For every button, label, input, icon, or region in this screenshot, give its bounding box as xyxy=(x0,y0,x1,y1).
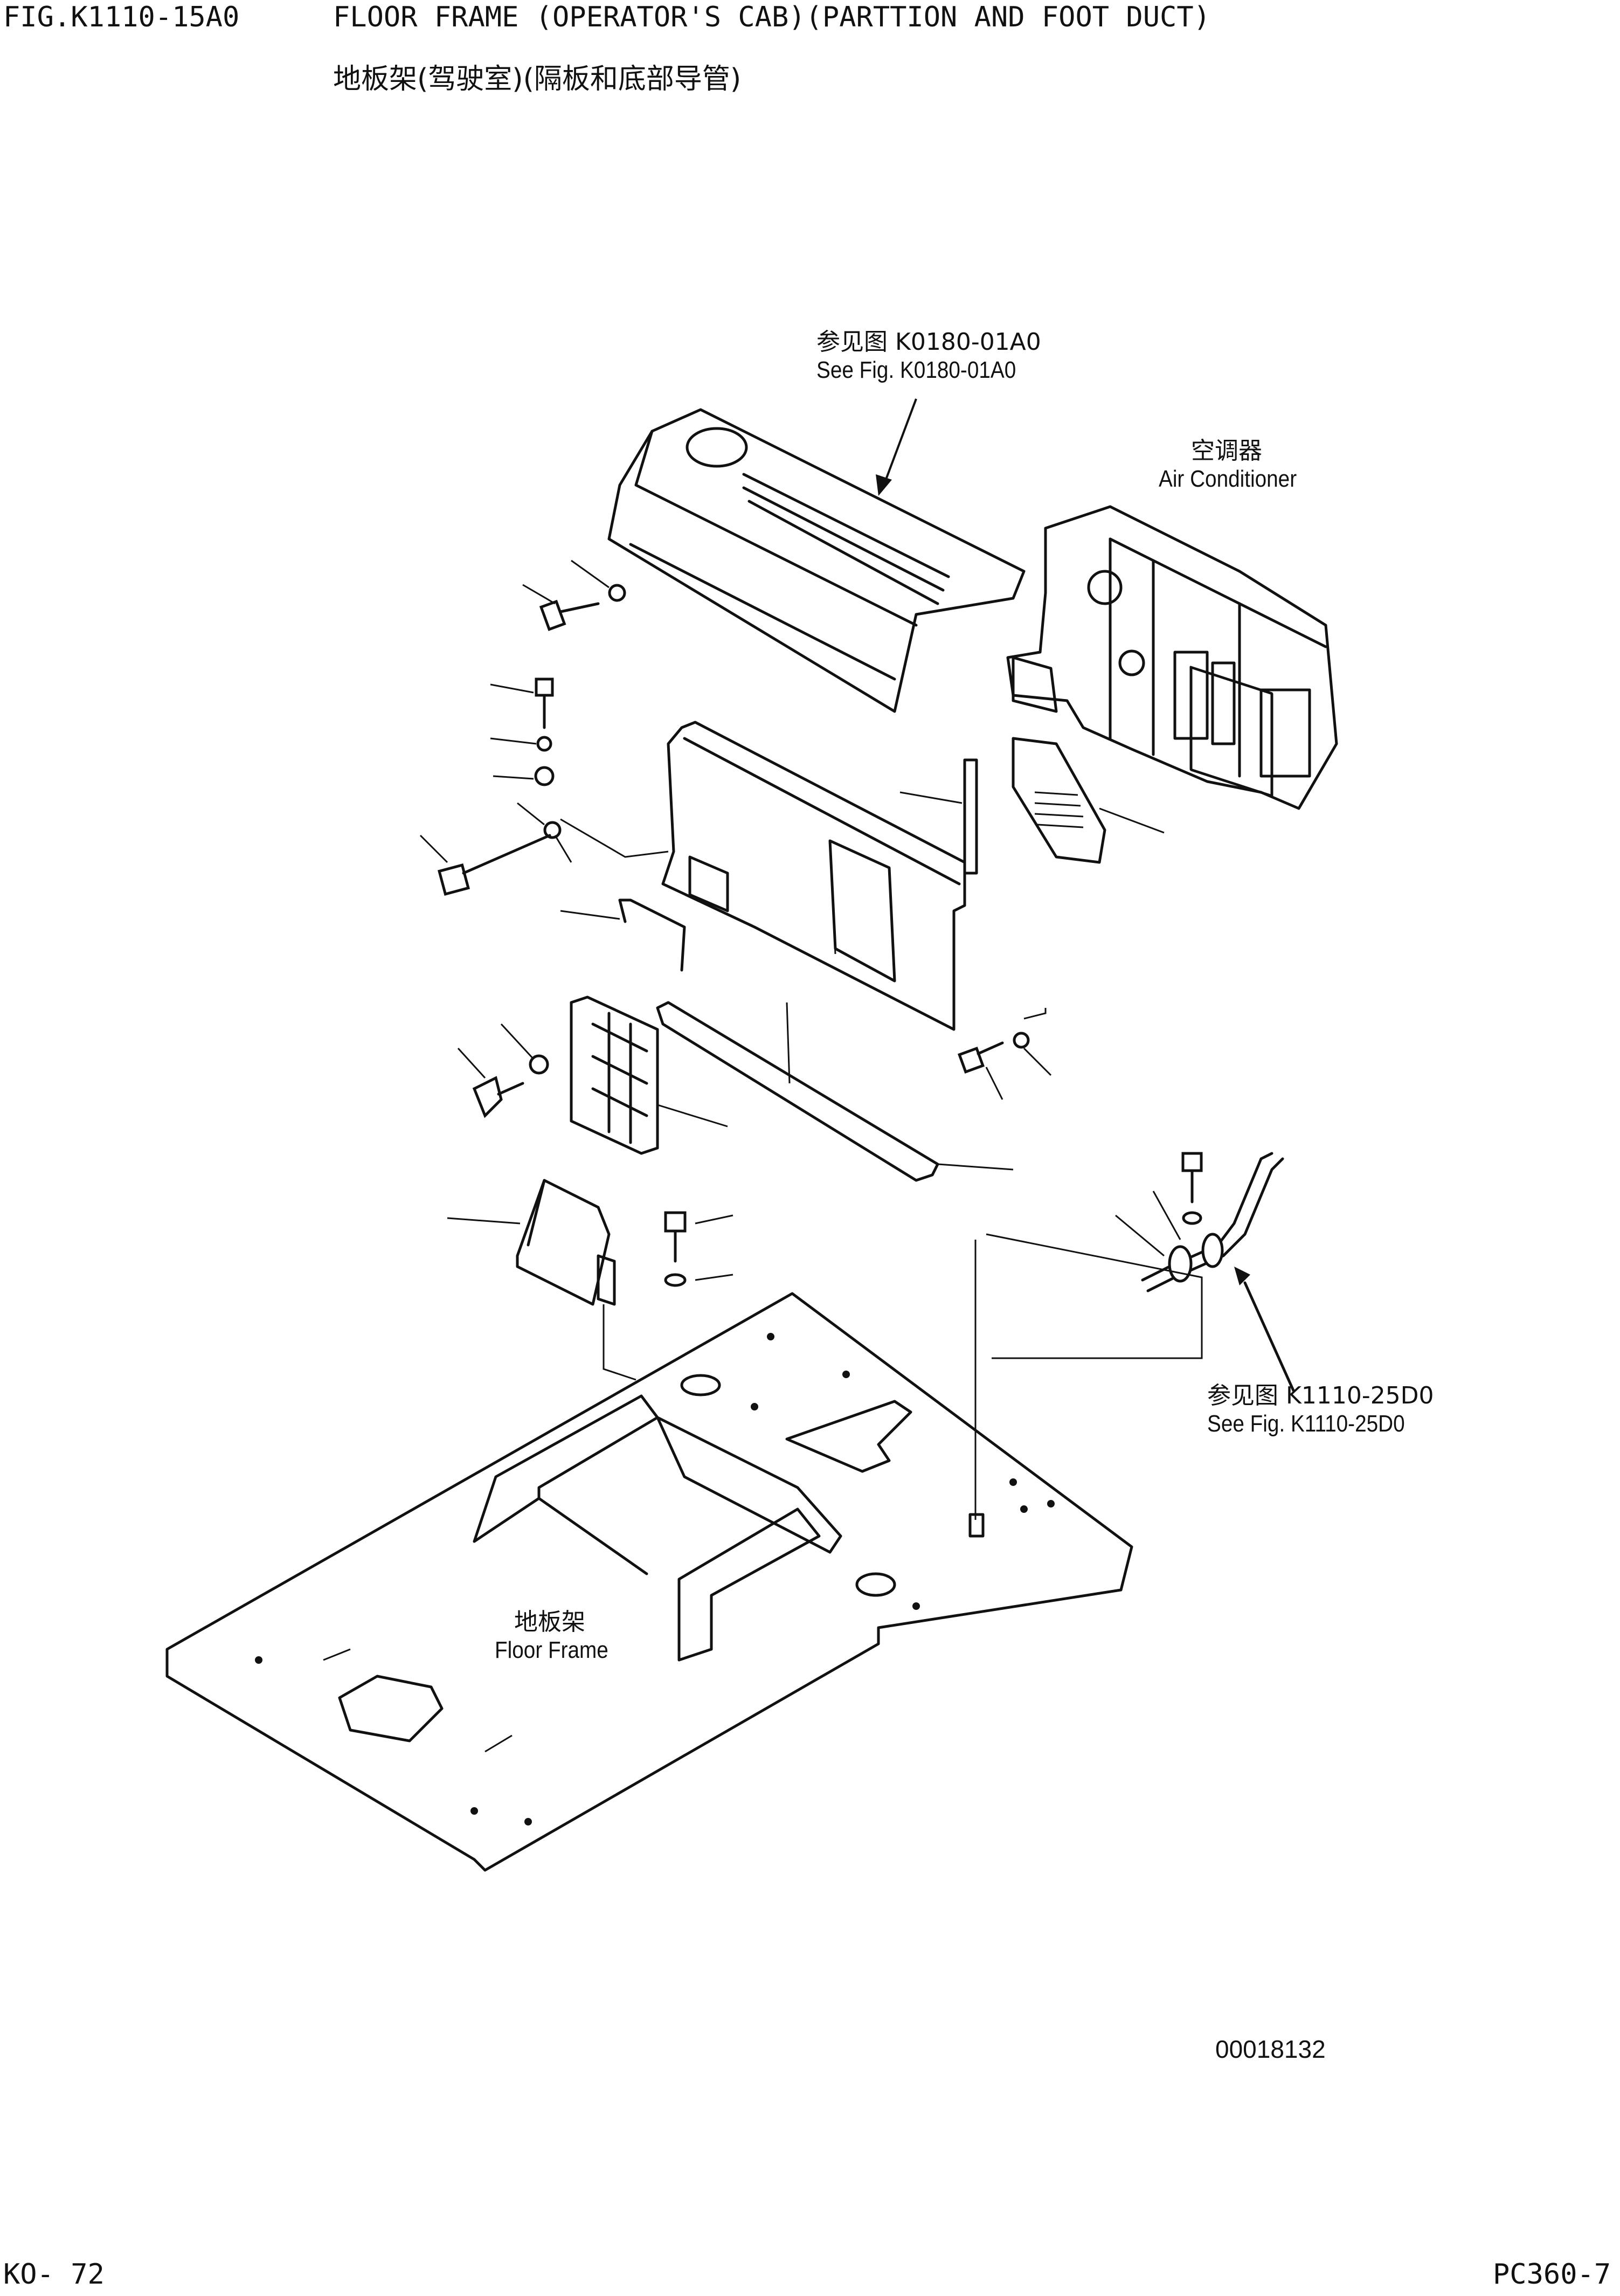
handle-bracket xyxy=(560,898,686,972)
seal-strip xyxy=(899,758,978,875)
floor-frame-en: Floor Frame xyxy=(495,1636,608,1663)
ac-filter xyxy=(1012,737,1165,864)
floor-frame-callout: 地板架 Floor Frame xyxy=(495,1608,624,1664)
top-reference-cn: 参见图 K0180-01A0 xyxy=(816,328,1041,356)
hose-assembly xyxy=(986,1152,1295,1392)
floor-frame-cn: 地板架 xyxy=(514,1608,585,1636)
floor-frame xyxy=(165,1240,1133,1872)
side-reference-en: See Fig. K1110-25D0 xyxy=(1207,1410,1405,1437)
top-reference-en: See Fig. K0180-01A0 xyxy=(816,356,1016,383)
upper-duct-cover xyxy=(607,408,1026,713)
side-reference-callout: 参见图 K1110-25D0 See Fig. K1110-25D0 xyxy=(1207,1382,1434,1438)
footer-model: PC360-7 xyxy=(1493,2258,1611,2291)
footer-page-number: KO- 72 xyxy=(3,2258,105,2291)
figure-title-en: FLOOR FRAME (OPERATOR'S CAB)(PARTTION AN… xyxy=(333,1,1210,33)
bolts-right xyxy=(958,1008,1052,1100)
air-conditioner-cn: 空调器 xyxy=(1191,437,1262,465)
page-header: FIG.K1110-15A0 FLOOR FRAME (OPERATOR'S C… xyxy=(0,0,1210,95)
grille-panel xyxy=(570,995,728,1155)
drawing-number: 00018132 xyxy=(1215,2035,1326,2063)
bottom-strip xyxy=(656,1001,1014,1182)
top-reference-callout: 参见图 K0180-01A0 See Fig. K0180-01A0 xyxy=(816,328,1043,384)
foot-duct xyxy=(447,1179,636,1381)
bolts-left xyxy=(419,559,669,896)
figure-number: FIG.K1110-15A0 xyxy=(3,1,240,33)
air-conditioner-en: Air Conditioner xyxy=(1159,465,1297,492)
figure-title-cn: 地板架(驾驶室)(隔板和底部导管) xyxy=(333,63,742,95)
bolt-and-washer xyxy=(664,1211,733,1287)
air-conditioner-callout: 空调器 Air Conditioner xyxy=(1159,437,1316,493)
wing-bolt xyxy=(457,1023,549,1118)
partition-panel xyxy=(661,721,966,1084)
side-reference-cn: 参见图 K1110-25D0 xyxy=(1207,1382,1434,1409)
air-conditioner-unit xyxy=(1006,505,1338,810)
